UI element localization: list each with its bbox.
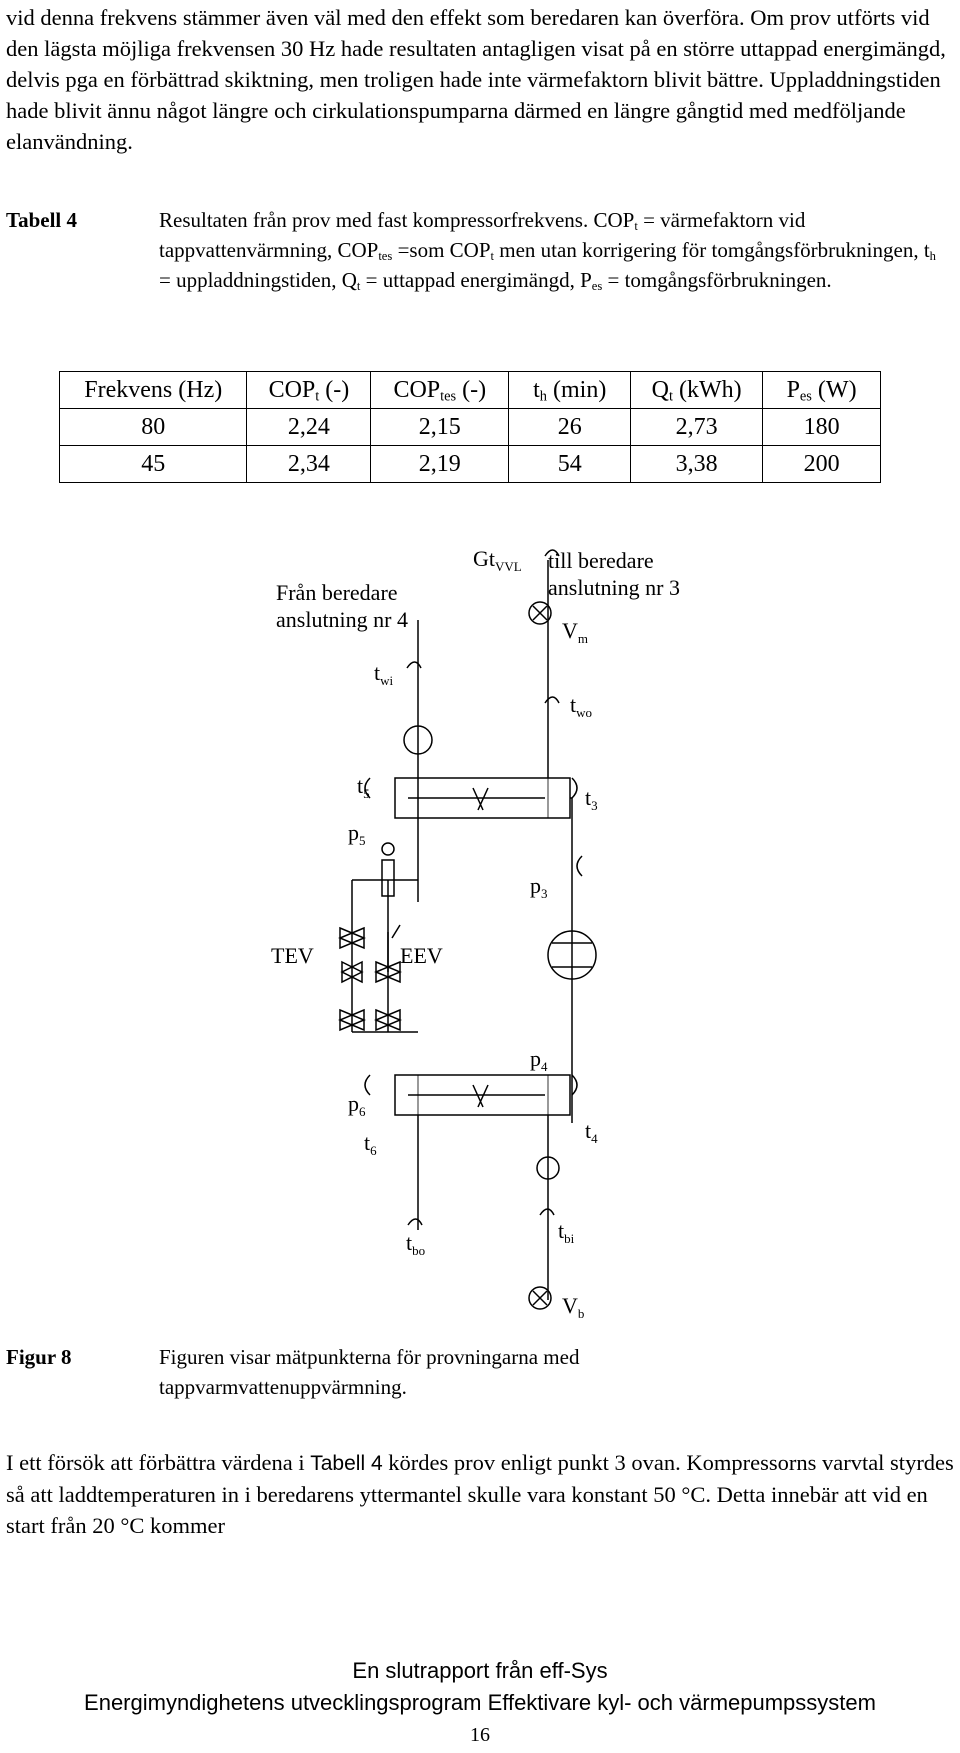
table-caption: Resultaten från prov med fast kompressor… [159, 208, 936, 294]
vm-label: Vm [562, 618, 588, 646]
vb-label: Vb [562, 1293, 584, 1320]
from-heater-line1: Från beredare [276, 580, 398, 605]
t6-label: t6 [364, 1130, 377, 1158]
table-reference: Tabell 4 [310, 1452, 383, 1475]
table-cell: 2,34 [246, 445, 372, 483]
table-row: 80 2,24 2,15 26 2,73 180 [58, 408, 881, 446]
closing-paragraph: I ett försök att förbättra värdena i Tab… [6, 1450, 954, 1538]
twi-label: twi [374, 660, 394, 688]
header-p-es: Pes (W) [762, 371, 881, 409]
t5-label: t5 [357, 773, 370, 801]
header-cop-t: COPt (-) [246, 371, 372, 409]
table-cell: 2,24 [246, 408, 372, 446]
header-t-h: th (min) [508, 371, 632, 409]
t4-label: t4 [585, 1118, 598, 1146]
table-header-row: Frekvens (Hz) COPt (-) COPtes (-) th (mi… [58, 371, 881, 409]
table-cell: 3,38 [630, 445, 764, 483]
p3-label: p3 [530, 873, 548, 901]
measurement-diagram: Från beredare anslutning nr 4 till bered… [271, 546, 680, 1320]
tev-label: TEV [271, 943, 314, 968]
footer-line2: Energimyndighetens utvecklingsprogram Ef… [84, 1690, 876, 1715]
header-q-t: Qt (kWh) [630, 371, 764, 409]
header-frequency: Frekvens (Hz) [58, 371, 248, 409]
table-cell: 200 [762, 445, 881, 483]
tbi-label: tbi [558, 1218, 575, 1246]
header-cop-tes: COPtes (-) [370, 371, 510, 409]
p5-label: p5 [348, 820, 366, 848]
figure-caption: Figuren visar mätpunkterna för provninga… [159, 1345, 580, 1399]
eev-label: EEV [400, 943, 443, 968]
table-cell: 80 [58, 408, 248, 446]
table-cell: 2,19 [370, 445, 510, 483]
table-cell: 2,73 [630, 408, 764, 446]
from-heater-line2: anslutning nr 4 [276, 607, 408, 632]
table-cell: 54 [508, 445, 632, 483]
table-cell: 26 [508, 408, 632, 446]
t3-label: t3 [585, 785, 598, 813]
table-label: Tabell 4 [6, 208, 77, 232]
page-number: 16 [470, 1724, 490, 1746]
table-cell: 45 [58, 445, 248, 483]
table-cell: 2,15 [370, 408, 510, 446]
two-label: two [570, 692, 592, 720]
results-table: Frekvens (Hz) COPt (-) COPtes (-) th (mi… [58, 371, 881, 483]
p4-label: p4 [530, 1046, 548, 1074]
figure-label: Figur 8 [6, 1345, 72, 1369]
to-heater-line1: till beredare [548, 548, 654, 573]
gt-vvl-label: GtVVL [473, 546, 522, 574]
intro-paragraph: vid denna frekvens stämmer även väl med … [6, 5, 946, 154]
table-cell: 180 [762, 408, 881, 446]
tbo-label: tbo [406, 1230, 425, 1258]
footer-line1: En slutrapport från eff-Sys [352, 1658, 608, 1683]
p6-label: p6 [348, 1091, 366, 1119]
to-heater-line2: anslutning nr 3 [548, 575, 680, 600]
table-row: 45 2,34 2,19 54 3,38 200 [58, 445, 881, 483]
